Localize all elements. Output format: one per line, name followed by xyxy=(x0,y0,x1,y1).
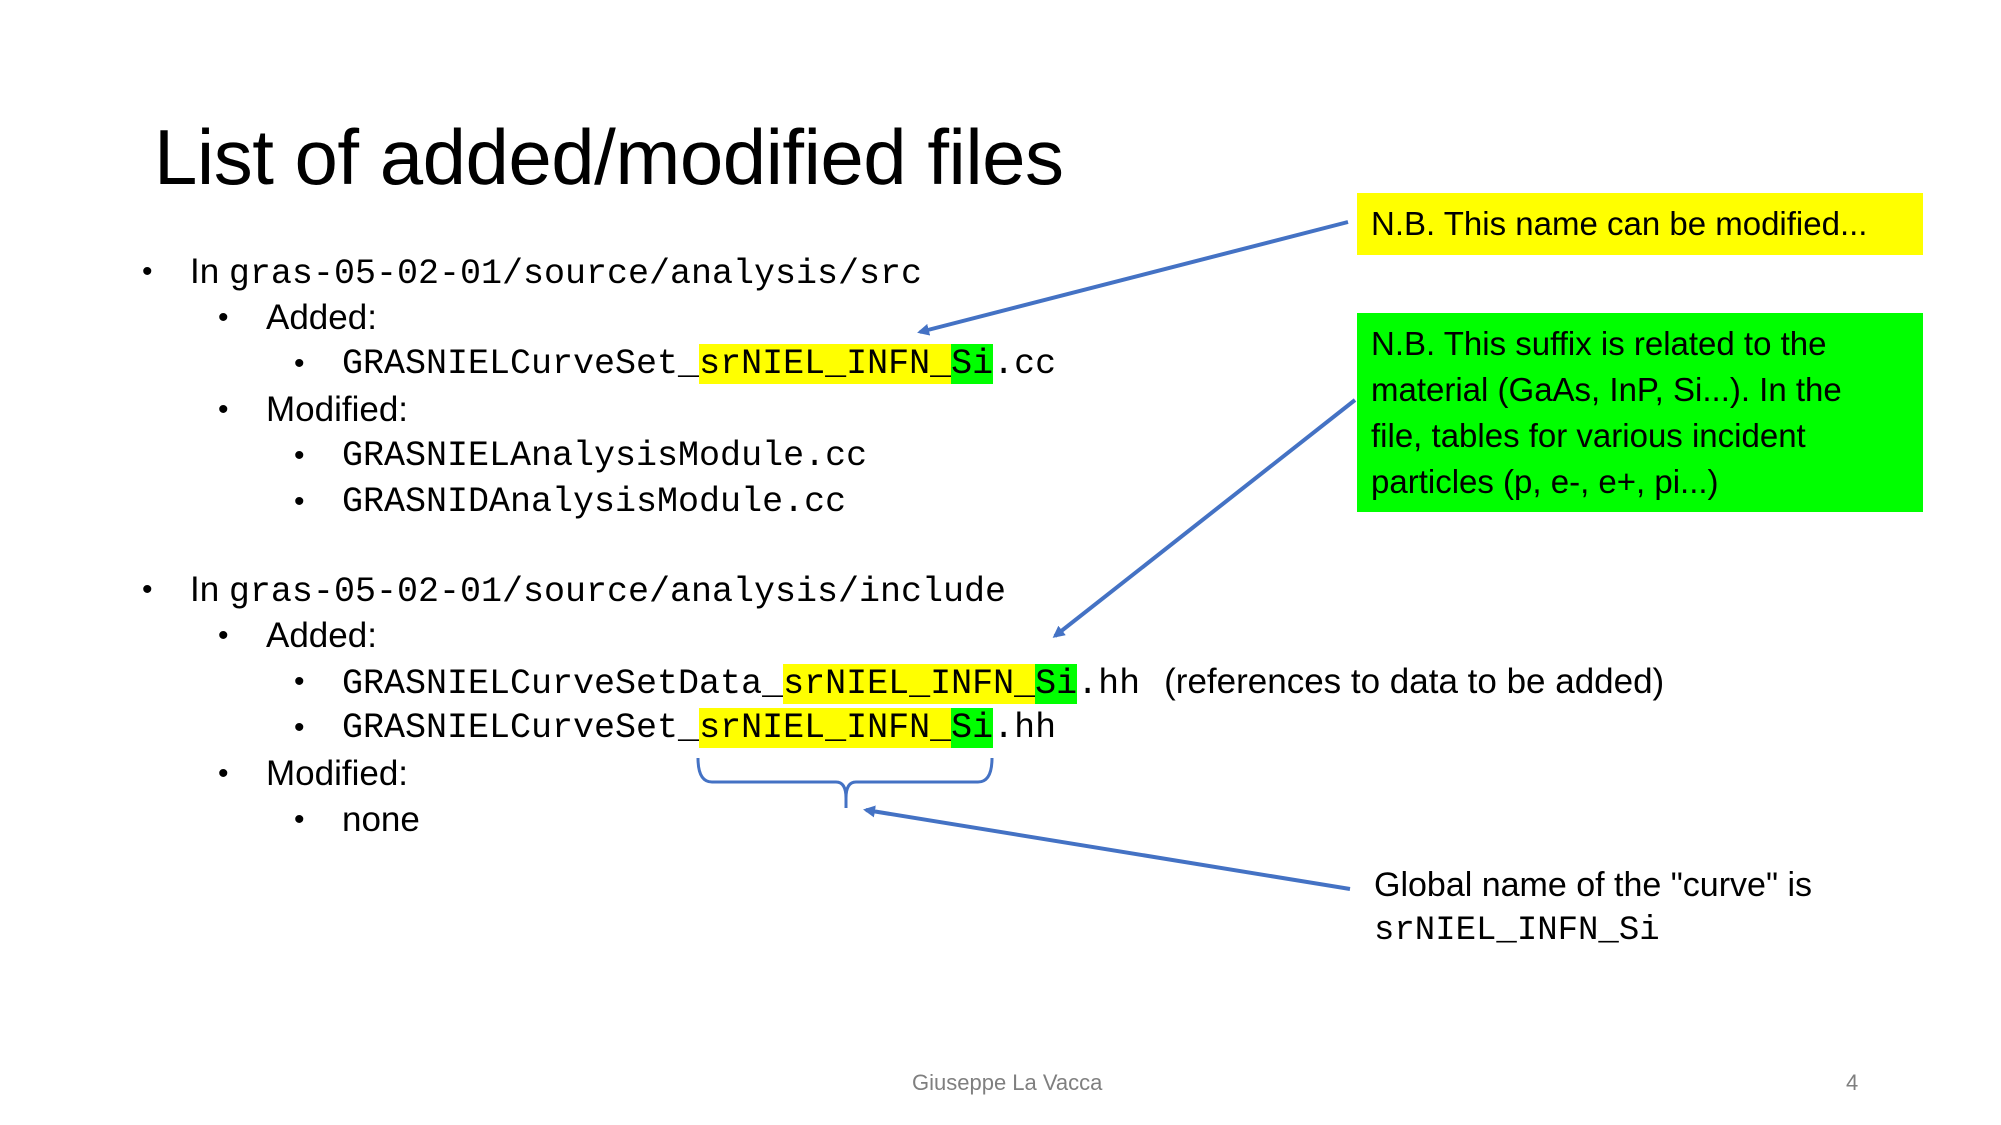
global-name-text: Global name of the "curve" is xyxy=(1374,866,1813,904)
page-number: 4 xyxy=(1846,1070,1859,1095)
suffix-callout-box: N.B. This suffix is related to the mater… xyxy=(1357,313,1923,512)
global-name-code: srNIEL_INFN_Si xyxy=(1374,912,1660,950)
curly-brace-icon xyxy=(696,757,994,808)
file-comment: (references to data to be added) xyxy=(1164,662,1665,701)
name-callout-box: N.B. This name can be modified... xyxy=(1357,193,1923,255)
bullet-icon: • xyxy=(218,757,229,790)
suffix-callout-line: file, tables for various incident xyxy=(1371,417,1806,454)
bullet-icon: • xyxy=(142,573,153,606)
bullet-icon: • xyxy=(294,803,305,836)
bullet-icon: • xyxy=(294,711,305,744)
suffix-highlight: Si xyxy=(951,344,994,384)
modified-file-name: GRASNIDAnalysisModule.cc xyxy=(342,482,847,522)
added-label: Added: xyxy=(266,616,377,655)
section-path-src: gras-05-02-01/source/analysis/src xyxy=(228,254,923,294)
slide-title: List of added/modified files xyxy=(154,113,1064,201)
bullet-icon: • xyxy=(218,393,229,426)
bullet-icon: • xyxy=(142,255,153,288)
file-ext: .cc xyxy=(993,344,1057,384)
file-ext: .hh xyxy=(993,708,1057,748)
arrow-to-name xyxy=(917,220,1349,336)
footer-author: Giuseppe La Vacca xyxy=(912,1070,1103,1095)
arrow-to-brace xyxy=(863,805,1351,891)
bullet-icon: • xyxy=(218,619,229,652)
arrow-to-suffix xyxy=(1052,398,1357,638)
modified-label: Modified: xyxy=(266,754,409,793)
suffix-callout-line: particles (p, e-, e+, pi...) xyxy=(1371,463,1719,500)
bullet-icon: • xyxy=(294,665,305,698)
bullet-icon: • xyxy=(294,439,305,472)
file-base: GRASNIELCurveSetData_ xyxy=(342,664,784,704)
modified-label: Modified: xyxy=(266,390,409,429)
file-base: GRASNIELCurveSet_ xyxy=(342,344,700,384)
modified-file-name: none xyxy=(342,800,420,839)
suffix-callout-line: N.B. This suffix is related to the xyxy=(1371,325,1827,362)
suffix-callout-line: material (GaAs, InP, Si...). In the xyxy=(1371,371,1842,408)
section-prefix: In xyxy=(190,252,229,291)
global-name-note: Global name of the "curve" is srNIEL_INF… xyxy=(1374,862,1812,954)
section-prefix: In xyxy=(190,570,229,609)
section-path-include: gras-05-02-01/source/analysis/include xyxy=(228,572,1007,612)
name-highlight: srNIEL_INFN_ xyxy=(699,344,952,384)
suffix-highlight: Si xyxy=(951,708,994,748)
suffix-highlight: Si xyxy=(1035,664,1078,704)
file-base: GRASNIELCurveSet_ xyxy=(342,708,700,748)
bullet-icon: • xyxy=(294,485,305,518)
name-highlight: srNIEL_INFN_ xyxy=(783,664,1036,704)
added-label: Added: xyxy=(266,298,377,337)
bullet-icon: • xyxy=(218,301,229,334)
file-ext: .hh xyxy=(1077,664,1141,704)
name-highlight: srNIEL_INFN_ xyxy=(699,708,952,748)
modified-file-name: GRASNIELAnalysisModule.cc xyxy=(342,436,868,476)
bullet-icon: • xyxy=(294,347,305,380)
